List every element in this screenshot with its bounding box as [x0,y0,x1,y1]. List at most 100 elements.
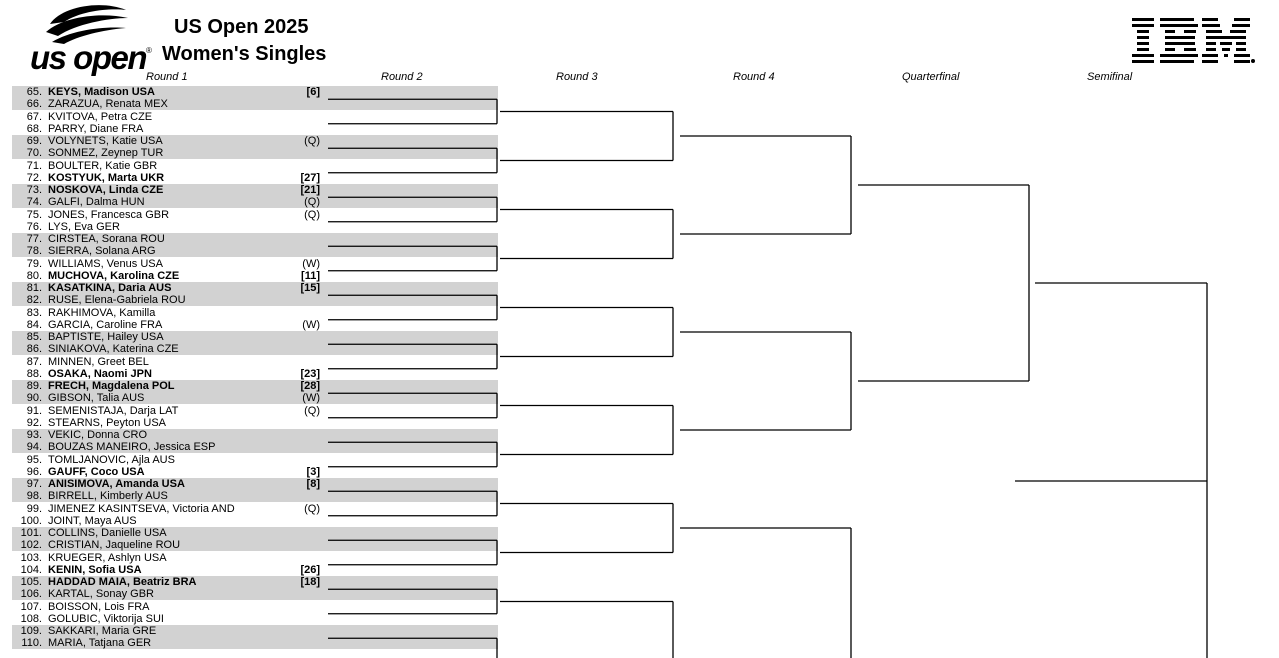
round-label-1: Round 1 [146,71,188,83]
round-label-quarterfinal: Quarterfinal [902,71,960,83]
draw-row: 68. PARRY, Diane FRA [12,123,498,135]
draw-position: 95. [26,453,42,466]
draw-row: 93. VEKIC, Donna CRO [12,429,498,441]
player-name: GAUFF, Coco USA [48,465,145,478]
draw-position: 72. [26,171,42,184]
player-name: ZARAZUA, Renata MEX [48,98,168,111]
player-name: SINIAKOVA, Katerina CZE [48,343,179,356]
draw-row: 75.JONES, Francesca GBR(Q) [12,209,498,221]
draw-row: 69. VOLYNETS, Katie USA (Q) [12,135,498,147]
player-name: KOSTYUK, Marta UKR [48,171,165,184]
draw-position: 93. [26,429,42,441]
player-seed: (W) [302,392,320,405]
draw-row: 101. COLLINS, Danielle USA [12,527,498,539]
player-seed: (W) [302,257,320,270]
page-subtitle: Women's Singles [162,43,327,65]
player-name: KRUEGER, Ashlyn USA [48,551,167,564]
us-open-wordmark: us open [30,39,148,76]
draw-position: 98. [26,490,42,503]
draw-row: 86. SINIAKOVA, Katerina CZE [12,343,498,356]
draw-row: 100.JOINT, Maya AUS [12,515,498,527]
draw-row: 79.WILLIAMS, Venus USA(W) [12,258,498,270]
player-seed: [21] [300,184,320,196]
player-name: KEYS, Madison USA [48,86,155,98]
draw-position: 71. [26,159,42,172]
player-name: SONMEZ, Zeynep TUR [48,147,164,160]
draw-row: 80.MUCHOVA, Karolina CZE[11] [12,270,498,282]
player-name: OSAKA, Naomi JPN [48,367,152,380]
draw-position: 101. [20,527,42,539]
draw-position: 102. [20,539,42,552]
draw-row: 78.SIERRA, Solana ARG [12,245,498,258]
player-seed: [26] [300,563,320,576]
draw-row: 98.BIRRELL, Kimberly AUS [12,490,498,503]
draw-position: 80. [26,269,42,282]
draw-position: 109. [20,625,42,637]
player-seed: (Q) [304,135,320,147]
draw-position: 106. [20,588,42,601]
player-seed: [18] [300,576,320,588]
draw-position: 103. [20,551,42,564]
draw-position: 94. [26,441,42,454]
player-name: GARCIA, Caroline FRA [48,318,163,331]
draw-position: 83. [26,306,42,319]
draw-position: 96. [26,465,42,478]
round-label-3: Round 3 [556,71,598,83]
player-name: TOMLJANOVIC, Ajla AUS [48,453,175,466]
draw-row: 94. BOUZAS MANEIRO, Jessica ESP [12,441,498,454]
draw-position: 79. [26,257,42,270]
player-name: JIMENEZ KASINTSEVA, Victoria AND [48,502,235,515]
draw-position: 91. [26,404,42,417]
player-seed: [28] [300,380,320,392]
draw-position: 105. [20,576,42,588]
draw-position: 108. [20,612,42,625]
player-name: KARTAL, Sonay GBR [48,588,154,601]
player-name: LYS, Eva GER [48,220,120,233]
round-label-semifinal: Semifinal [1087,71,1133,83]
player-name: HADDAD MAIA, Beatriz BRA [48,576,197,588]
player-name: CRISTIAN, Jaqueline ROU [48,539,181,552]
draw-row: 82.RUSE, Elena-Gabriela ROU [12,294,498,307]
draw-position: 69. [26,135,42,147]
ibm-logo-icon [1132,18,1255,63]
draw-row: 106. KARTAL, Sonay GBR [12,588,498,601]
draw-position: 67. [26,110,42,123]
draw-row: 97.ANISIMOVA, Amanda USA[8] [12,478,498,490]
us-open-flame-logo-icon [46,5,128,44]
draw-position: 87. [26,355,42,368]
draw-row: 81.KASATKINA, Daria AUS[15] [12,282,498,294]
player-seed: [15] [300,282,320,294]
player-name: BOUZAS MANEIRO, Jessica ESP [48,441,216,454]
player-name: KASATKINA, Daria AUS [48,282,172,294]
player-name: KENIN, Sofia USA [48,563,142,576]
draw-position: 88. [26,367,42,380]
player-name: COLLINS, Danielle USA [48,527,167,539]
draw-row: 103. KRUEGER, Ashlyn USA [12,552,498,564]
draw-row: 96. GAUFF, Coco USA [3] [12,466,498,478]
player-seed: [8] [306,478,320,490]
player-name: PARRY, Diane FRA [48,122,144,135]
player-seed: (W) [302,318,320,331]
draw-position: 76. [26,220,42,233]
player-seed: (Q) [304,196,320,209]
draw-row: 70.SONMEZ, Zeynep TUR [12,147,498,160]
player-name: SIERRA, Solana ARG [48,245,156,258]
player-name: VOLYNETS, Katie USA [48,135,163,147]
player-seed: (Q) [304,404,320,417]
player-seed: [3] [306,465,320,478]
player-name: NOSKOVA, Linda CZE [48,184,164,196]
draw-position: 74. [26,196,42,209]
draw-row: 91.SEMENISTAJA, Darja LAT(Q) [12,405,498,417]
draw-row: 71.BOULTER, Katie GBR [12,160,498,172]
draw-position: 77. [26,233,42,245]
player-seed: [27] [300,171,320,184]
player-name: RAKHIMOVA, Kamilla [48,306,156,319]
player-name: ANISIMOVA, Amanda USA [48,478,185,490]
player-name: JOINT, Maya AUS [48,514,137,527]
player-name: FRECH, Magdalena POL [48,380,175,392]
draw-row: 88.OSAKA, Naomi JPN[23] [12,368,498,380]
player-name: VEKIC, Donna CRO [48,429,148,441]
draw-position: 86. [26,343,42,356]
draw-position: 68. [26,122,42,135]
